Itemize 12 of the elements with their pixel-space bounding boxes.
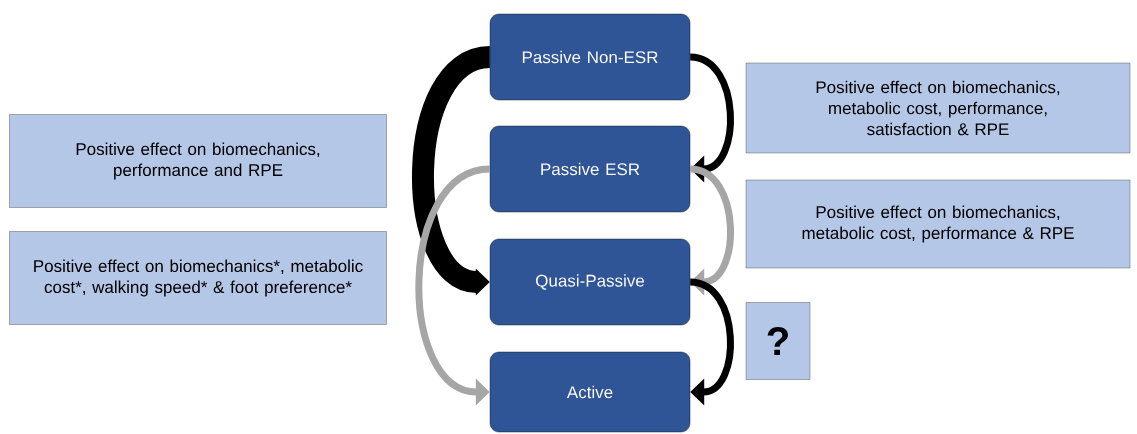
- curved-arrow: [689, 278, 734, 406]
- effect-box: Positive effect on biomechanics, performance and RPE: [9, 114, 387, 208]
- level-box: Quasi-Passive: [489, 238, 691, 326]
- level-box: Active: [489, 351, 691, 433]
- effect-box: Positive effect on biomechanics, metabolic cost, performance, satisfaction & RPE: [745, 62, 1131, 154]
- level-box: Passive ESR: [489, 125, 691, 213]
- curved-arrow: [689, 165, 734, 296]
- question-box: ?: [745, 302, 811, 380]
- curved-arrow: [689, 53, 734, 183]
- level-box: Passive Non-ESR: [489, 13, 691, 101]
- effect-box: Positive effect on biomechanics*, metabolic cost*, walking speed* & foot preference*: [9, 231, 387, 325]
- effect-box: Positive effect on biomechanics, metabolic cost, performance & RPE: [745, 179, 1131, 269]
